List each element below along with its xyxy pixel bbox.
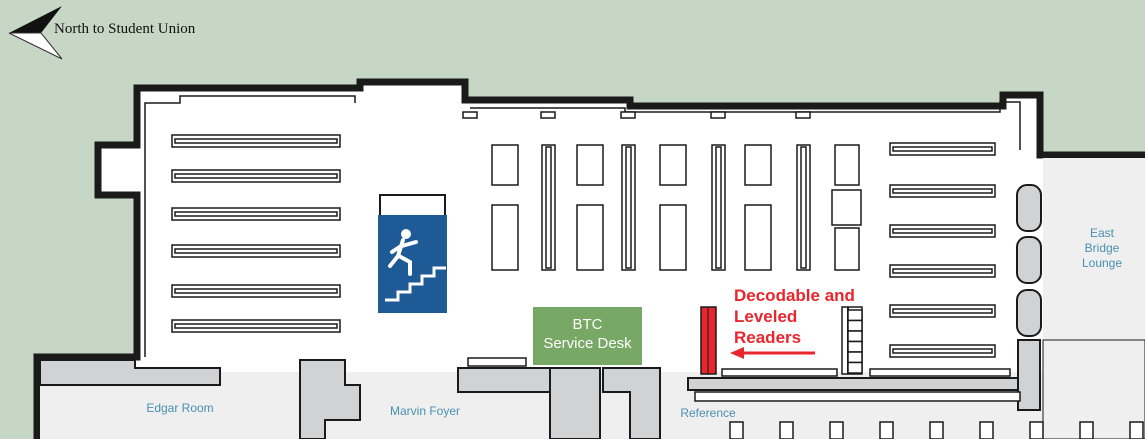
column bbox=[1016, 289, 1042, 337]
reference-shelf bbox=[879, 421, 894, 439]
highlight-line2: Leveled bbox=[734, 307, 798, 326]
bookshelf-inner bbox=[545, 146, 552, 269]
shelf-end bbox=[795, 111, 811, 119]
bookshelf-inner bbox=[174, 173, 338, 179]
column bbox=[1016, 184, 1042, 232]
shelf-end bbox=[710, 111, 726, 119]
table bbox=[744, 204, 772, 271]
bookshelf-inner bbox=[892, 348, 993, 354]
reference-shelf bbox=[929, 421, 944, 439]
reference-shelf bbox=[979, 421, 994, 439]
bookshelf-inner bbox=[625, 146, 632, 269]
bookshelf-inner bbox=[800, 146, 807, 269]
bookshelf-inner bbox=[892, 146, 993, 152]
shelf-end bbox=[620, 111, 636, 119]
table bbox=[834, 227, 860, 271]
highlight-line3: Readers bbox=[734, 328, 802, 347]
lounge-line2: Bridge bbox=[1084, 241, 1120, 255]
ladder-rung bbox=[847, 351, 863, 364]
table bbox=[831, 189, 862, 226]
bookshelf-inner bbox=[892, 188, 993, 194]
bookshelf-inner bbox=[892, 268, 993, 274]
table bbox=[659, 144, 687, 186]
lounge-line1: East bbox=[1089, 226, 1114, 240]
bookshelf-inner bbox=[174, 138, 338, 144]
desk-line2: Service Desk bbox=[543, 335, 632, 352]
room-reference: Reference bbox=[680, 406, 736, 420]
ladder-rung bbox=[847, 361, 863, 374]
room-edgar: Edgar Room bbox=[146, 401, 214, 415]
bookshelf-inner bbox=[892, 228, 993, 234]
bookshelf-inner bbox=[715, 146, 722, 269]
table bbox=[576, 204, 604, 271]
table bbox=[491, 144, 519, 186]
bookshelf-inner bbox=[892, 308, 993, 314]
desk-line1: BTC bbox=[572, 316, 603, 333]
arrow-left-icon bbox=[730, 347, 815, 359]
stairs-icon bbox=[378, 194, 447, 313]
reference-shelf bbox=[829, 421, 844, 439]
reference-shelf bbox=[729, 421, 744, 439]
bookshelf-inner bbox=[174, 323, 338, 329]
lounge-line3: Lounge bbox=[1081, 256, 1123, 270]
reference-shelf bbox=[1029, 421, 1044, 439]
table bbox=[491, 204, 519, 271]
reference-shelf bbox=[779, 421, 794, 439]
room-east-bridge-lounge: East Bridge Lounge bbox=[1072, 226, 1132, 271]
bookshelf-inner bbox=[174, 211, 338, 217]
decodable-readers-label: Decodable and Leveled Readers bbox=[734, 285, 855, 348]
btc-service-desk[interactable]: BTC Service Desk bbox=[533, 307, 642, 365]
bookshelf-inner bbox=[174, 248, 338, 254]
table bbox=[659, 204, 687, 271]
shelf-end bbox=[462, 111, 478, 119]
reference-shelf bbox=[1129, 421, 1144, 439]
shelf-end bbox=[540, 111, 556, 119]
table bbox=[576, 144, 604, 186]
column bbox=[1016, 236, 1042, 284]
bookshelf-inner bbox=[174, 288, 338, 294]
room-marvin-foyer: Marvin Foyer bbox=[389, 404, 460, 418]
table bbox=[744, 144, 772, 186]
highlight-line1: Decodable and bbox=[734, 286, 855, 305]
reference-shelf bbox=[1079, 421, 1094, 439]
table bbox=[834, 144, 860, 186]
north-arrow-icon bbox=[8, 6, 63, 60]
east-bridge-lounge-area bbox=[1043, 158, 1145, 340]
compass-label: North to Student Union bbox=[54, 21, 196, 37]
